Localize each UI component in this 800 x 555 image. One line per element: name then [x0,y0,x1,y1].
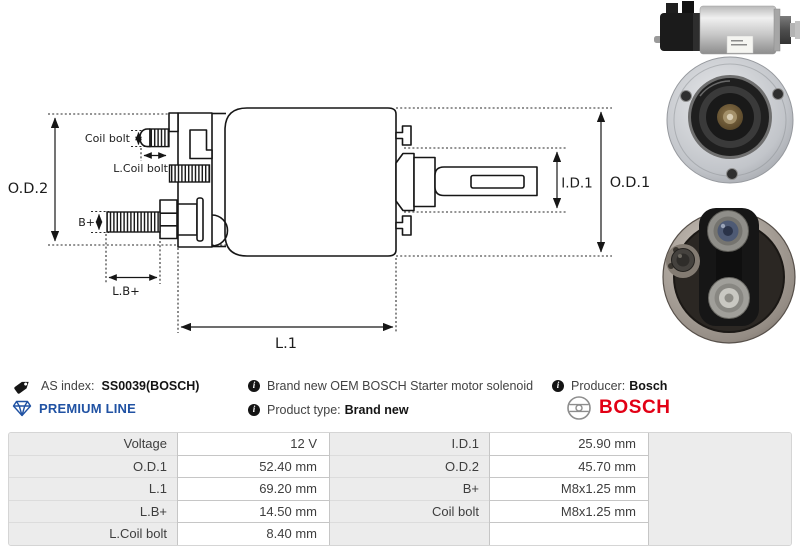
label-b-plus: B+ [78,216,95,229]
label-id1: I.D.1 [561,176,593,192]
b-plus-thread [106,211,161,233]
shaft-slot [470,174,525,189]
spec-value-cell: 45.70 mm [489,455,649,478]
info-icon: i [248,403,260,416]
product-type-label: Product type: [267,402,341,417]
producer-row: i Producer: Bosch [552,377,667,394]
tag-icon [14,381,29,394]
product-photos [654,1,800,344]
spec-label-cell: B+ [330,478,489,501]
info-icon: i [248,379,260,392]
premium-line-row: PREMIUM LINE [12,400,136,417]
product-description: Brand new OEM BOSCH Starter motor soleno… [267,378,534,393]
producer-label: Producer: [571,378,626,393]
info-icon: i [552,379,564,392]
solenoid-rear-terminals-photo [662,208,796,344]
coil-bolt-tip [139,128,151,148]
spec-filler-cell [649,523,791,545]
spec-value-cell: 69.20 mm [177,478,330,501]
product-type-row: i Product type: Brand new [248,401,409,418]
dimension-arrows [50,111,606,332]
label-l-b-plus: L.B+ [112,284,140,298]
spec-value-cell: 14.50 mm [177,500,330,523]
bosch-armature-icon [567,396,591,420]
flange-fillet [211,214,229,247]
spec-value-cell [489,523,649,545]
label-od2: O.D.2 [8,181,48,197]
terminal-tab-bottom [395,215,412,236]
spec-value-cell: 52.40 mm [177,455,330,478]
description-row: i Brand new OEM BOSCH Starter motor sole… [248,377,533,394]
spec-filler-cell [649,500,791,523]
coil-thread-boss [168,164,211,183]
label-l1: L.1 [275,336,297,352]
spec-label-cell: Coil bolt [330,500,489,523]
premium-line-link[interactable]: PREMIUM LINE [39,401,137,416]
label-coil-bolt: Coil bolt [85,132,131,145]
spec-label-cell [330,523,489,545]
spec-value-cell: M8x1.25 mm [489,500,649,523]
bosch-logo-text: BOSCH [599,397,671,418]
diamond-icon [12,400,32,417]
dimension-extension-lines [48,107,612,333]
label-l-coil-bolt: L.Coil bolt [113,162,168,175]
as-index-row: AS index: SS0039(BOSCH) [13,377,199,394]
spec-label-cell: L.Coil bolt [9,523,177,545]
coil-bolt-thread [149,128,170,148]
spec-value-cell: 8.40 mm [177,523,330,545]
spec-label-cell: O.D.2 [330,455,489,478]
b-plus-bolt [177,203,198,236]
flange-notch [189,129,213,160]
technical-diagram: O.D.2 O.D.1 I.D.1 L.1 Coil bolt L.Coil b… [8,107,650,352]
spec-label-cell: L.1 [9,478,177,501]
spec-filler-cell [649,433,791,456]
b-plus-nut [159,199,178,240]
flange-top-plate [168,112,179,133]
solenoid-body [224,107,397,257]
bosch-logo: BOSCH [566,394,671,422]
spec-label-cell: Voltage [9,433,177,456]
spec-label-cell: O.D.1 [9,455,177,478]
solenoid-front-flange-photo [666,56,794,184]
spec-filler-cell [649,478,791,501]
threaded-parts [106,128,211,233]
spec-value-cell: M8x1.25 mm [489,478,649,501]
spec-value-cell: 25.90 mm [489,433,649,456]
collar-step-1 [395,152,415,212]
collar-step-2 [413,156,436,208]
as-index-value: SS0039(BOSCH) [101,378,200,393]
terminal-tab-top [395,125,412,146]
spec-value-cell: 12 V [177,433,330,456]
spec-label-cell: L.B+ [9,500,177,523]
as-index-label: AS index: [41,378,95,393]
spec-label-cell: I.D.1 [330,433,489,456]
solenoid-side-photo [654,1,800,55]
producer-value: Bosch [629,378,668,393]
label-od1: O.D.1 [610,175,650,191]
b-plus-washer [196,197,204,242]
spec-filler-cell [649,455,791,478]
product-type-value: Brand new [344,402,409,417]
